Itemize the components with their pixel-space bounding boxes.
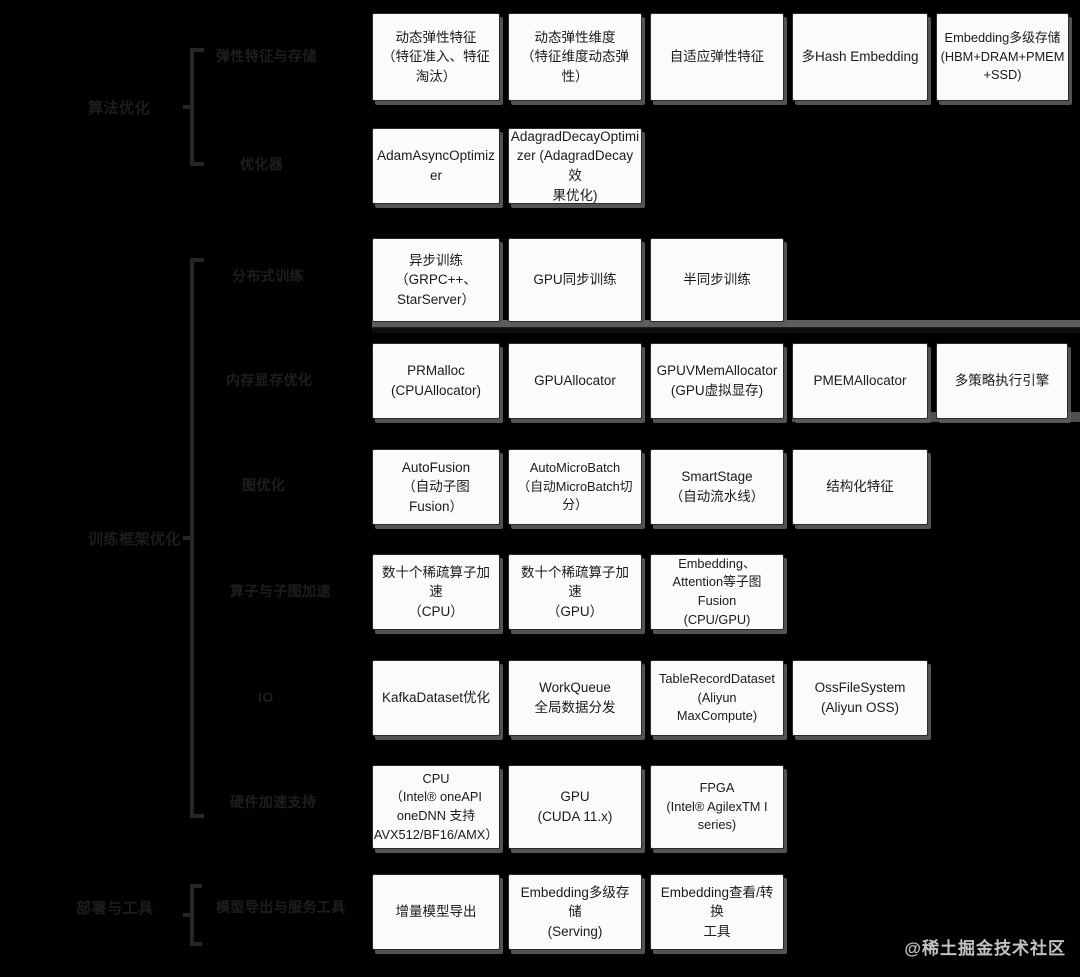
diagram-box[interactable]: 增量模型导出 [372,874,500,950]
io-row: KafkaDataset优化 WorkQueue 全局数据分发 TableRec… [372,660,928,736]
diagram-box[interactable]: 异步训练 （GRPC++、 StarServer） [372,238,500,322]
sub-label-3-0: 模型导出与服务工具 [216,899,346,915]
diagram-box[interactable]: Embedding查看/转换 工具 [650,874,784,950]
sub-label-2-3: 算子与子图加速 [230,583,331,599]
diagram-box[interactable]: GPUAllocator [508,343,642,419]
operator-acceleration-row: 数十个稀疏算子加速 （CPU） 数十个稀疏算子加速 （GPU） Embeddin… [372,554,784,630]
band-artifact-2 [372,327,1080,333]
diagram-box[interactable]: 自适应弹性特征 [650,13,784,101]
sub-label-2-2: 图优化 [242,477,286,493]
sub-label-2-1: 内存显存优化 [226,372,313,388]
diagram-box[interactable]: OssFileSystem (Aliyun OSS) [792,660,928,736]
memory-allocator-row: PRMalloc (CPUAllocator) GPUAllocator GPU… [372,343,1068,419]
elastic-feature-row: 动态弹性特征 （特征准入、特征淘汰） 动态弹性维度 （特征维度动态弹性） 自适应… [372,13,1069,101]
diagram-box[interactable]: SmartStage （自动流水线） [650,449,784,525]
group-label-1: 算法优化 [88,100,151,117]
diagram-box[interactable]: AdamAsyncOptimiz er [372,128,500,204]
group-bracket-1 [190,48,204,166]
watermark: @稀土掘金技术社区 [904,939,1066,958]
graph-optimization-row: AutoFusion （自动子图Fusion） AutoMicroBatch （… [372,449,928,525]
diagram-box[interactable]: KafkaDataset优化 [372,660,500,736]
diagram-box[interactable]: 结构化特征 [792,449,928,525]
diagram-box[interactable]: WorkQueue 全局数据分发 [508,660,642,736]
diagram-box[interactable]: GPU (CUDA 11.x) [508,765,642,849]
diagram-box[interactable]: 数十个稀疏算子加速 （CPU） [372,554,500,630]
diagram-box[interactable]: FPGA (Intel® AgilexTM I series) [650,765,784,849]
sub-label-1-0: 弹性特征与存储 [216,48,317,64]
hardware-row: CPU （Intel® oneAPI oneDNN 支持 AVX512/BF16… [372,765,784,849]
band-artifact-1 [372,320,1080,328]
diagram-box[interactable]: 数十个稀疏算子加速 （GPU） [508,554,642,630]
deploy-tools-row: 增量模型导出 Embedding多级存储 (Serving) Embedding… [372,874,784,950]
sub-label-2-5: 硬件加速支持 [230,794,317,810]
diagram-box[interactable]: CPU （Intel® oneAPI oneDNN 支持 AVX512/BF16… [372,765,500,849]
diagram-box[interactable]: Embedding多级存储 (Serving) [508,874,642,950]
optimizer-row: AdamAsyncOptimiz er AdagradDecayOptimi z… [372,128,642,204]
group-label-2: 训练框架优化 [88,531,182,548]
group-label-3: 部署与工具 [76,900,154,917]
distributed-training-row: 异步训练 （GRPC++、 StarServer） GPU同步训练 半同步训练 [372,238,784,322]
diagram-box[interactable]: 半同步训练 [650,238,784,322]
group-bracket-2 [190,258,204,818]
diagram-box[interactable]: Embedding多级存储 (HBM+DRAM+PMEM +SSD) [936,13,1069,101]
sub-label-2-0: 分布式训练 [232,268,304,284]
sub-label-1-1: 优化器 [240,156,284,172]
diagram-box[interactable]: AutoMicroBatch （自动MicroBatch切分） [508,449,642,525]
diagram-box[interactable]: AutoFusion （自动子图Fusion） [372,449,500,525]
group-bracket-3 [190,884,202,946]
diagram-box[interactable]: 动态弹性维度 （特征维度动态弹性） [508,13,642,101]
sub-label-2-4: IO [258,689,274,705]
diagram-box[interactable]: Embedding、 Attention等子图 Fusion (CPU/GPU) [650,554,784,630]
diagram-box[interactable]: 动态弹性特征 （特征准入、特征淘汰） [372,13,500,101]
diagram-box[interactable]: GPU同步训练 [508,238,642,322]
diagram-box[interactable]: PMEMAllocator [792,343,928,419]
diagram-box[interactable]: 多策略执行引擎 [936,343,1068,419]
diagram-box[interactable]: 多Hash Embedding [792,13,928,101]
diagram-box[interactable]: PRMalloc (CPUAllocator) [372,343,500,419]
diagram-box[interactable]: TableRecordDataset (Aliyun MaxCompute) [650,660,784,736]
diagram-box[interactable]: GPUVMemAllocator (GPU虚拟显存) [650,343,784,419]
diagram-box[interactable]: AdagradDecayOptimi zer (AdagradDecay效 果优… [508,128,642,204]
